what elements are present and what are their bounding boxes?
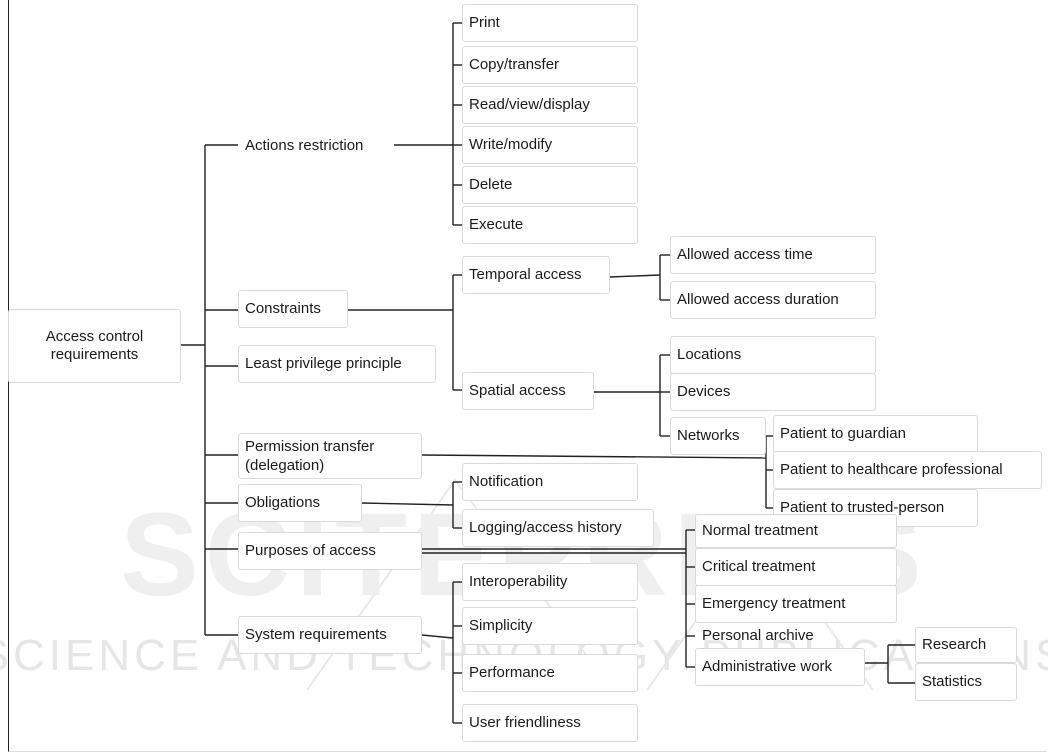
action-copy-transfer: Copy/transfer [462, 46, 638, 84]
category-permission-transfer: Permission transfer (delegation) [238, 433, 422, 479]
allowed-access-time: Allowed access time [670, 236, 876, 274]
purpose-normal-treatment: Normal treatment [695, 514, 897, 548]
allowed-access-duration: Allowed access duration [670, 281, 876, 319]
system-performance: Performance [462, 654, 638, 692]
purpose-administrative-work: Administrative work [695, 648, 865, 686]
action-execute: Execute [462, 206, 638, 244]
purpose-critical-treatment: Critical treatment [695, 548, 897, 586]
purpose-emergency-treatment: Emergency treatment [695, 585, 897, 623]
delegation-patient-to-guardian: Patient to guardian [773, 415, 978, 453]
action-delete: Delete [462, 166, 638, 204]
category-constraints: Constraints [238, 290, 348, 328]
obligation-logging-history: Logging/access history [462, 509, 654, 547]
obligation-notification: Notification [462, 463, 638, 501]
action-write-modify: Write/modify [462, 126, 638, 164]
system-user-friendliness: User friendliness [462, 704, 638, 742]
spatial-access: Spatial access [462, 372, 594, 410]
admin-research: Research [915, 627, 1017, 663]
action-read-view-display: Read/view/display [462, 86, 638, 124]
category-obligations: Obligations [238, 484, 362, 522]
category-least-privilege: Least privilege principle [238, 345, 436, 383]
system-simplicity: Simplicity [462, 607, 638, 645]
category-actions-restriction: Actions restriction [245, 137, 364, 154]
spatial-devices: Devices [670, 373, 876, 411]
spatial-locations: Locations [670, 336, 876, 374]
system-interoperability: Interoperability [462, 563, 638, 601]
spatial-networks: Networks [670, 417, 766, 455]
root-node: Access control requirements [8, 309, 181, 383]
purpose-personal-archive: Personal archive [702, 627, 814, 644]
action-print: Print [462, 4, 638, 42]
category-purposes-of-access: Purposes of access [238, 532, 422, 570]
admin-statistics: Statistics [915, 663, 1017, 701]
category-system-requirements: System requirements [238, 616, 422, 654]
delegation-patient-to-healthcare-professional: Patient to healthcare professional [773, 451, 1042, 489]
temporal-access: Temporal access [462, 256, 610, 294]
